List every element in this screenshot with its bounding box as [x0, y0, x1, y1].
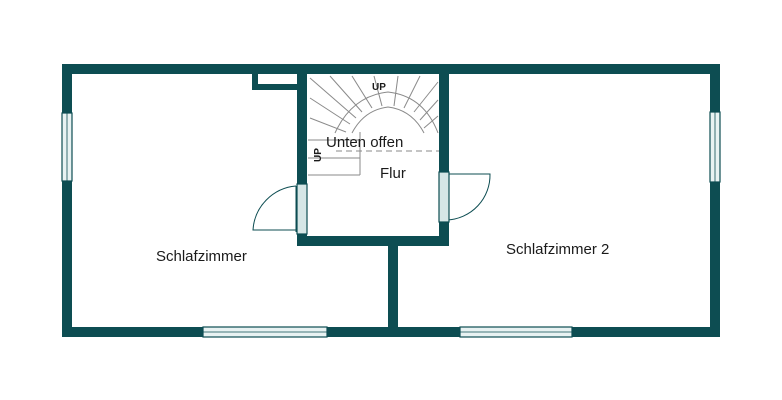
wall-right	[710, 64, 720, 337]
room-label-right: Schlafzimmer 2	[506, 241, 609, 258]
stair-tread	[329, 75, 363, 113]
door-swing-right	[446, 173, 491, 221]
stair-tread	[403, 75, 421, 109]
wall-left	[62, 64, 72, 337]
stair-tread	[351, 75, 373, 109]
windows	[61, 111, 721, 338]
doors	[252, 173, 491, 232]
door-frames	[296, 171, 450, 235]
wall-divider	[388, 246, 398, 334]
stair-curve-outer	[334, 91, 439, 134]
stair-note-label: Unten offen	[326, 134, 403, 151]
shaft-left	[252, 72, 258, 90]
wall-hall-left	[297, 64, 307, 246]
stair-tread	[423, 115, 439, 129]
wall-hall-right	[439, 64, 449, 246]
stair-tread	[393, 75, 399, 107]
door-frame-left	[296, 183, 308, 235]
room-label-hall: Flur	[380, 165, 406, 182]
stair-tread	[373, 75, 383, 107]
stair-tread	[309, 97, 351, 125]
room-label-left: Schlafzimmer	[156, 248, 247, 265]
walls	[62, 64, 720, 337]
wall-top	[62, 64, 720, 74]
stair-curve-inner	[351, 106, 425, 134]
stair-up-label-side: UP	[313, 148, 324, 162]
stair-tread	[309, 117, 347, 133]
stair-tread	[419, 99, 439, 121]
shaft-bottom	[252, 84, 302, 90]
wall-hall-bottom	[297, 236, 449, 246]
door-swing-left	[252, 185, 297, 231]
door-frame-right	[438, 171, 450, 223]
staircase	[308, 75, 440, 176]
stair-tread	[309, 77, 357, 119]
stair-up-label-top: UP	[372, 82, 386, 93]
stair-tread	[413, 81, 439, 113]
